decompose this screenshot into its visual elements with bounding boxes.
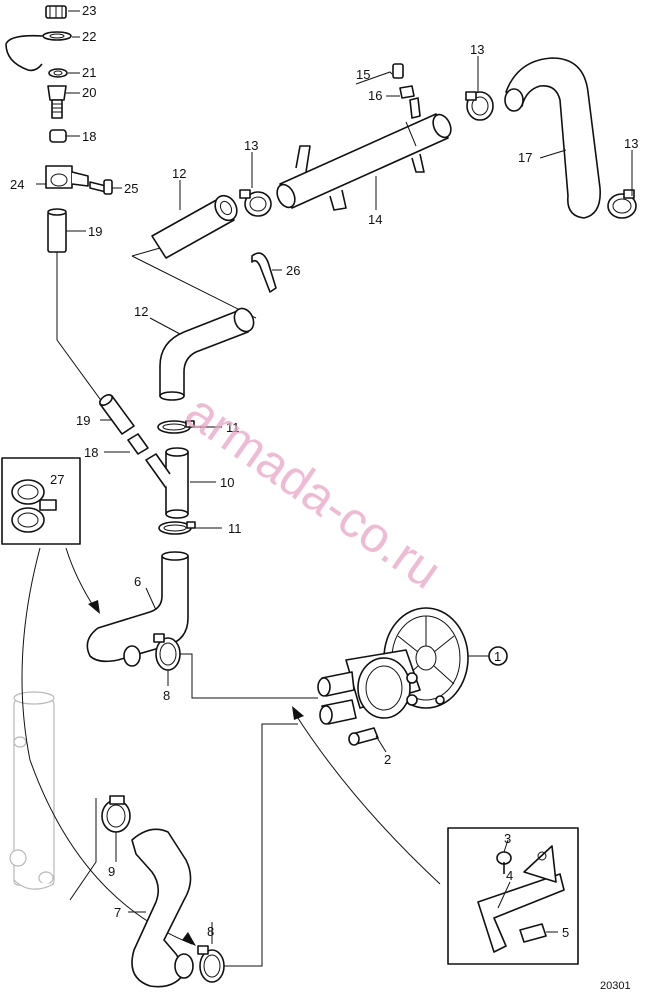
callout-1: 1 [494, 649, 501, 664]
callout-16: 16 [368, 88, 382, 103]
callout-23: 23 [82, 3, 96, 18]
callout-22: 22 [82, 29, 96, 44]
callout-19-lower: 19 [76, 413, 90, 428]
inset-box-27 [1, 457, 81, 545]
callout-18-lower: 18 [84, 445, 98, 460]
clamp-13-top [465, 91, 494, 121]
reference-number: 20301 [600, 980, 631, 992]
callout-4: 4 [506, 868, 513, 883]
filler-cap-assembly [5, 5, 113, 411]
callout-21: 21 [82, 65, 96, 80]
callout-27: 27 [50, 472, 64, 487]
callout-14: 14 [368, 212, 382, 227]
callout-12-upper: 12 [172, 166, 186, 181]
clamp-11-lower [158, 521, 196, 535]
clamp-13-right [607, 189, 637, 219]
vent-tube-lower [99, 394, 149, 455]
callout-8-upper: 8 [163, 688, 170, 703]
callout-13-top: 13 [470, 42, 484, 57]
tee-piece-10 [145, 447, 189, 519]
callout-1-circle [488, 646, 508, 666]
exhaust-riser-ghost [9, 691, 55, 890]
callout-19-top: 19 [88, 224, 102, 239]
hose-17 [504, 57, 601, 219]
callout-6: 6 [134, 574, 141, 589]
inset-box-bracket [447, 827, 579, 965]
watermark: armada-co.ru [176, 383, 452, 599]
callout-8-lower: 8 [207, 924, 214, 939]
callout-24: 24 [10, 177, 24, 192]
clamp-13-left [239, 189, 272, 217]
callout-26: 26 [286, 263, 300, 278]
callout-15: 15 [356, 67, 370, 82]
callout-11-upper: 11 [226, 420, 240, 435]
clamp-9 [69, 795, 131, 901]
rail-14 [276, 113, 452, 211]
leader-lines [36, 10, 633, 944]
clamp-8-lower [197, 723, 298, 983]
callout-25: 25 [124, 181, 138, 196]
callout-17: 17 [518, 150, 532, 165]
callout-18-top: 18 [82, 129, 96, 144]
callout-20: 20 [82, 85, 96, 100]
callout-10: 10 [220, 475, 234, 490]
callout-13-left: 13 [244, 138, 258, 153]
callout-3: 3 [504, 831, 511, 846]
bolt-2 [348, 727, 387, 753]
callout-2: 2 [384, 752, 391, 767]
callout-5: 5 [562, 925, 569, 940]
callout-13-right: 13 [624, 136, 638, 151]
hose-12-lower [159, 307, 255, 401]
callout-7: 7 [114, 905, 121, 920]
callout-9: 9 [108, 864, 115, 879]
clamp-8-upper [153, 633, 318, 699]
arrow-27-to-hose-6 [21, 547, 196, 946]
sea-water-pump [317, 607, 490, 725]
hose-7 [131, 828, 194, 988]
arrow-inset-to-pump [292, 706, 441, 885]
callout-12-lower: 12 [134, 304, 148, 319]
hose-12-upper [131, 194, 257, 319]
callout-labels: 23 22 21 20 18 24 25 19 12 13 15 16 13 1… [10, 3, 638, 940]
callout-11-lower: 11 [228, 521, 242, 536]
clip-26 [251, 252, 277, 293]
fitting-15-16 [392, 63, 421, 119]
